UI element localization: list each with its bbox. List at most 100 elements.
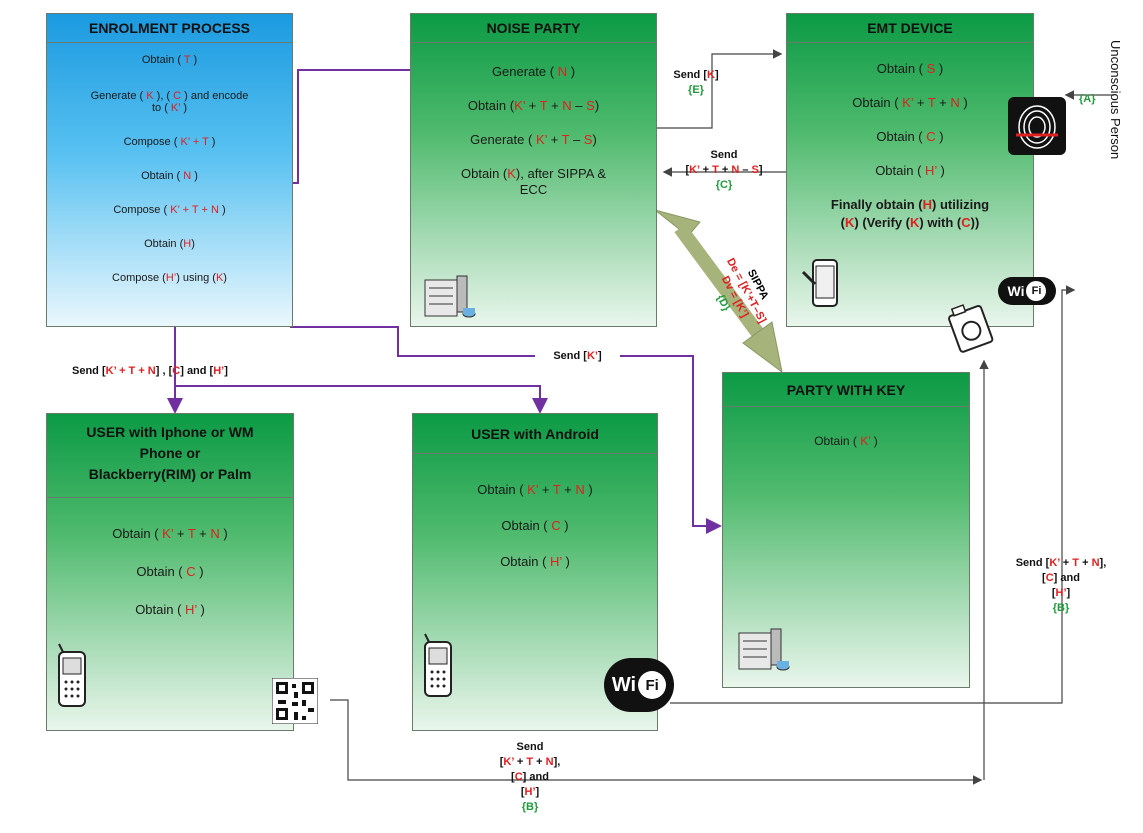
text-segment: + (195, 526, 211, 541)
text-segment: K’ (535, 132, 548, 147)
text-segment: Obtain ( (852, 95, 903, 110)
step-line: {E} (666, 83, 726, 98)
a-tag-label: {A} (1079, 93, 1096, 105)
text-segment: N (183, 170, 192, 182)
text-segment: ), ( (153, 90, 174, 102)
text-segment: {B} (521, 801, 539, 813)
fingerprint-icon (1008, 97, 1066, 155)
text-segment: C (173, 90, 182, 102)
step-line: Send (674, 148, 774, 163)
mobile-phone-icon (424, 633, 452, 697)
text-segment: K (146, 90, 154, 102)
text-segment: C (926, 129, 936, 144)
noise-party-title: NOISE PARTY (411, 14, 656, 43)
text-segment: N (950, 95, 960, 110)
step-line: [C] and (480, 770, 580, 785)
text-segment: [ (520, 786, 525, 798)
text-segment: Compose ( (112, 272, 166, 284)
text-segment: ) (223, 272, 227, 284)
user-android-title: USER with Android (413, 414, 657, 454)
text-segment: ) (560, 518, 569, 533)
text-segment: Obtain ( (501, 518, 552, 533)
text-segment: K’ + T + N (170, 204, 219, 216)
step-line: Obtain (K), after SIPPA & (411, 166, 656, 182)
step-line: Generate ( K’ + T – S) (411, 132, 656, 148)
text-segment: ) (584, 482, 593, 497)
text-segment: ) (936, 163, 945, 178)
connector-android-to-emt (670, 285, 1076, 704)
send-k-t-n-s-label: Send[K’ + T + N – S]{C} (674, 148, 774, 193)
step-line: [K’ + T + N – S] (674, 163, 774, 178)
party-with-key-title: PARTY WITH KEY (723, 373, 969, 407)
text-segment: S (751, 164, 759, 176)
step-line: Generate ( K ), ( C ) and encode (47, 90, 292, 102)
title-line: Phone or (139, 445, 201, 461)
text-segment: [ (1042, 572, 1046, 584)
text-segment: S (586, 98, 595, 113)
text-segment: N (557, 64, 568, 79)
text-segment: [ (499, 756, 504, 768)
step-line: ECC (411, 182, 656, 198)
text-segment: ), after SIPPA & (515, 166, 606, 181)
text-segment: T (526, 756, 534, 768)
text-segment: ) (219, 526, 228, 541)
step-line: [K’ + T + N], (480, 755, 580, 770)
step-line: Obtain ( T ) (47, 54, 292, 66)
text-segment: Obtain ( (467, 98, 515, 113)
text-segment: ], (553, 756, 561, 768)
text-segment: K’ (689, 164, 700, 176)
text-segment: ) (935, 129, 944, 144)
wifi-text: Wi (1007, 283, 1025, 299)
text-segment: T (183, 54, 191, 66)
text-segment: + (547, 132, 562, 147)
text-segment: K’ (527, 482, 539, 497)
wifi-fi-text: Fi (638, 671, 667, 699)
text-segment: ] (714, 69, 719, 81)
emt-device-title: EMT DEVICE (787, 14, 1033, 43)
send-to-emt-label: Send [K’ + T + N],[C] and[H’]{B} (996, 556, 1126, 616)
server-icon (738, 628, 790, 671)
send-to-emt-bottom-label: Send[K’ + T + N],[C] and[H’]{B} (480, 740, 580, 815)
camera-icon (948, 304, 994, 353)
text-segment: K’ (170, 102, 181, 114)
text-segment: H’ (550, 554, 562, 569)
text-segment: ) (561, 554, 570, 569)
step-line: Obtain ( C ) (787, 128, 1033, 146)
text-segment: ) (191, 238, 195, 250)
step-line: (K) (Verify (K) with (C)) (787, 214, 1033, 232)
text-segment: N (575, 482, 585, 497)
emt-device-steps: Obtain ( S )Obtain ( K’ + T + N )Obtain … (787, 60, 1033, 232)
text-segment: [ (1051, 587, 1056, 599)
text-segment: H’ (1055, 587, 1067, 599)
text-segment: Obtain ( (814, 434, 861, 448)
step-line: Obtain ( K’ ) (723, 433, 969, 449)
text-segment: Obtain ( (500, 554, 551, 569)
noise-party-box: NOISE PARTY Generate ( N )Obtain (K’ + T… (410, 13, 657, 327)
text-segment: Obtain ( (144, 238, 184, 250)
text-segment: Obtain ( (141, 54, 184, 66)
text-segment: C (514, 771, 523, 783)
text-segment: C (961, 215, 971, 230)
text-segment: K’ (1049, 557, 1060, 569)
text-segment: + (513, 756, 527, 768)
text-segment: Send (710, 149, 738, 161)
text-segment: N (731, 164, 740, 176)
text-segment: ] , [ (155, 365, 173, 377)
text-segment: Obtain ( (135, 602, 186, 617)
step-line: Obtain (K’ + T + N – S) (411, 98, 656, 114)
text-segment: Send [ (1015, 557, 1050, 569)
step-line: Finally obtain (H) utilizing (787, 196, 1033, 214)
text-segment: – (571, 98, 587, 113)
text-segment: + (935, 95, 951, 110)
text-segment: + (1079, 557, 1092, 569)
qr-code-icon (272, 678, 318, 724)
text-segment: N (562, 98, 572, 113)
text-segment: Obtain ( (112, 526, 163, 541)
text-segment: ], (1099, 557, 1107, 569)
connector-iphone-to-emt (330, 699, 983, 785)
text-segment: ] (535, 786, 540, 798)
send-kprime-label: Send [K’] (535, 349, 620, 364)
